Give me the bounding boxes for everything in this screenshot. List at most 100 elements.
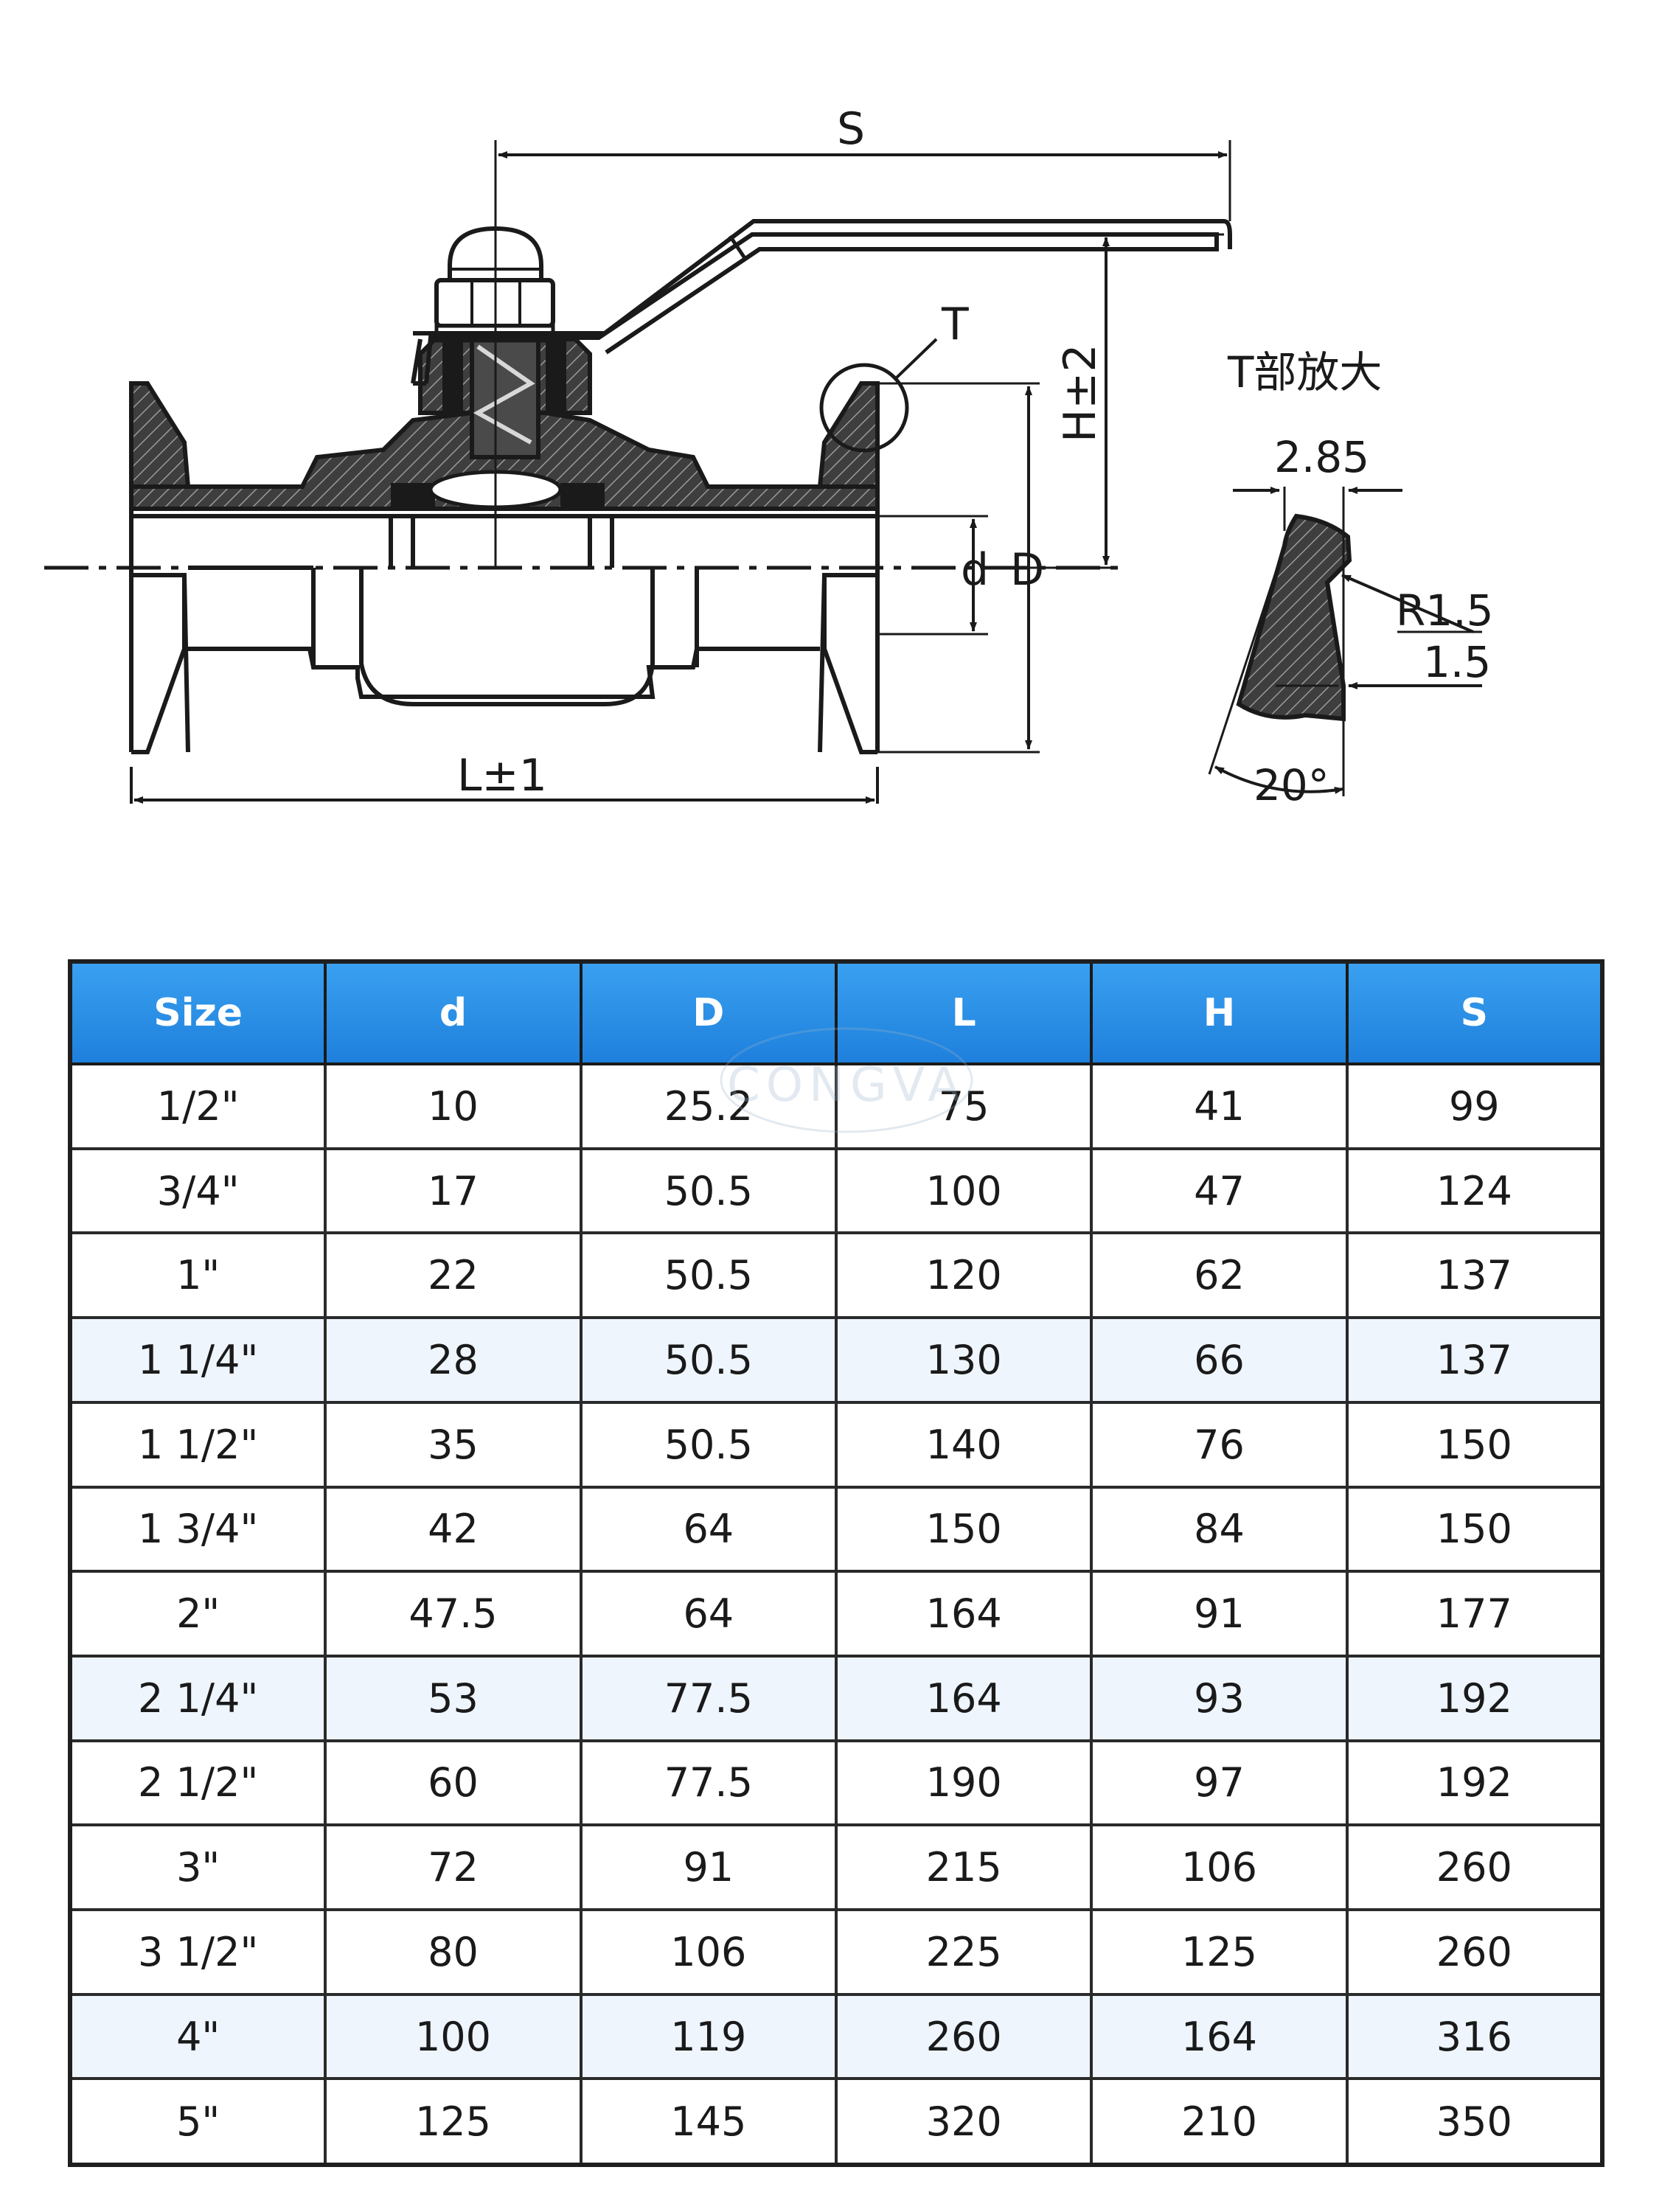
table-cell: 50.5	[579, 1316, 838, 1404]
table-cell: 3/4"	[68, 1147, 327, 1235]
table-cell: 177	[1345, 1570, 1604, 1658]
table-cell: 22	[324, 1231, 583, 1320]
table-cell: 260	[1345, 1823, 1604, 1912]
table-cell: 1/2"	[68, 1062, 327, 1150]
table-cell: 137	[1345, 1316, 1604, 1404]
table-cell: 100	[324, 1992, 583, 2081]
table-cell: 75	[834, 1062, 1093, 1150]
column-header-l: L	[834, 960, 1093, 1065]
table-cell: 2 1/4"	[68, 1654, 327, 1742]
table-cell: 47	[1090, 1147, 1349, 1235]
table-cell: 260	[834, 1992, 1093, 2081]
table-cell: 100	[834, 1147, 1093, 1235]
label-D: D	[1010, 544, 1044, 596]
table-cell: 41	[1090, 1062, 1349, 1150]
label-H: H±2	[1054, 344, 1106, 442]
table-cell: 77.5	[579, 1739, 838, 1827]
table-cell: 3"	[68, 1823, 327, 1912]
table-cell: 66	[1090, 1316, 1349, 1404]
table-cell: 316	[1345, 1992, 1604, 2081]
table-cell: 2 1/2"	[68, 1739, 327, 1827]
handle	[411, 232, 1219, 386]
table-cell: 210	[1090, 2077, 1349, 2166]
label-T: T	[941, 299, 969, 350]
table-cell: 60	[324, 1739, 583, 1827]
table-cell: 190	[834, 1739, 1093, 1827]
table-cell: 350	[1345, 2077, 1604, 2166]
column-header-s: S	[1345, 960, 1604, 1065]
table-cell: 50.5	[579, 1147, 838, 1235]
table-cell: 145	[579, 2077, 838, 2166]
bore-outline	[129, 509, 880, 753]
table-cell: 4"	[68, 1992, 327, 2081]
table-cell: 215	[834, 1823, 1093, 1912]
detail-T: 2.85 R1.5 1.5 20°	[1208, 432, 1494, 810]
table-cell: 130	[834, 1316, 1093, 1404]
dim-20deg: 20°	[1254, 760, 1329, 810]
table-cell: 137	[1345, 1231, 1604, 1320]
table-cell: 3 1/2"	[68, 1908, 327, 1996]
spring-icon	[473, 344, 535, 445]
dim-2-85: 2.85	[1274, 432, 1369, 482]
table-cell: 125	[1090, 1908, 1349, 1996]
table-cell: 2"	[68, 1570, 327, 1658]
dim-R1-5: R1.5	[1396, 585, 1494, 636]
table-cell: 5"	[68, 2077, 327, 2166]
table-cell: 28	[324, 1316, 583, 1404]
table-cell: 164	[834, 1654, 1093, 1742]
table-cell: 1 1/4"	[68, 1316, 327, 1404]
table-cell: 150	[1345, 1485, 1604, 1573]
table-cell: 320	[834, 2077, 1093, 2166]
label-L: L±1	[457, 750, 547, 801]
table-cell: 97	[1090, 1739, 1349, 1827]
detail-circle	[819, 363, 909, 453]
column-header-d: D	[579, 960, 838, 1065]
table-cell: 164	[834, 1570, 1093, 1658]
table-cell: 192	[1345, 1739, 1604, 1827]
table-cell: 124	[1345, 1147, 1604, 1235]
table-cell: 106	[579, 1908, 838, 1996]
table-cell: 62	[1090, 1231, 1349, 1320]
table-cell: 77.5	[579, 1654, 838, 1742]
table-cell: 150	[1345, 1400, 1604, 1489]
table-cell: 164	[1090, 1992, 1349, 2081]
table-cell: 17	[324, 1147, 583, 1235]
detail-title: T部放大	[1227, 347, 1382, 397]
table-cell: 64	[579, 1570, 838, 1658]
table-cell: 50.5	[579, 1400, 838, 1489]
valve-drawing: T S H±2 d D L±1 T部放大 2.85 R1.5 1.5 20°	[44, 103, 1494, 810]
table-cell: 84	[1090, 1485, 1349, 1573]
dim-1-5: 1.5	[1423, 637, 1491, 687]
column-header-h: H	[1090, 960, 1349, 1065]
column-header-d: d	[324, 960, 583, 1065]
table-cell: 140	[834, 1400, 1093, 1489]
table-cell: 72	[324, 1823, 583, 1912]
table-cell: 76	[1090, 1400, 1349, 1489]
table-cell: 192	[1345, 1654, 1604, 1742]
table-cell: 1 1/2"	[68, 1400, 327, 1489]
label-S: S	[837, 103, 865, 155]
table-cell: 260	[1345, 1908, 1604, 1996]
table-cell: 47.5	[324, 1570, 583, 1658]
column-header-size: Size	[68, 960, 327, 1065]
table-cell: 91	[579, 1823, 838, 1912]
table-cell: 91	[1090, 1570, 1349, 1658]
table-cell: 50.5	[579, 1231, 838, 1320]
table-cell: 1 3/4"	[68, 1485, 327, 1573]
table-cell: 25.2	[579, 1062, 838, 1150]
table-cell: 35	[324, 1400, 583, 1489]
table-cell: 10	[324, 1062, 583, 1150]
table-cell: 150	[834, 1485, 1093, 1573]
table-cell: 53	[324, 1654, 583, 1742]
